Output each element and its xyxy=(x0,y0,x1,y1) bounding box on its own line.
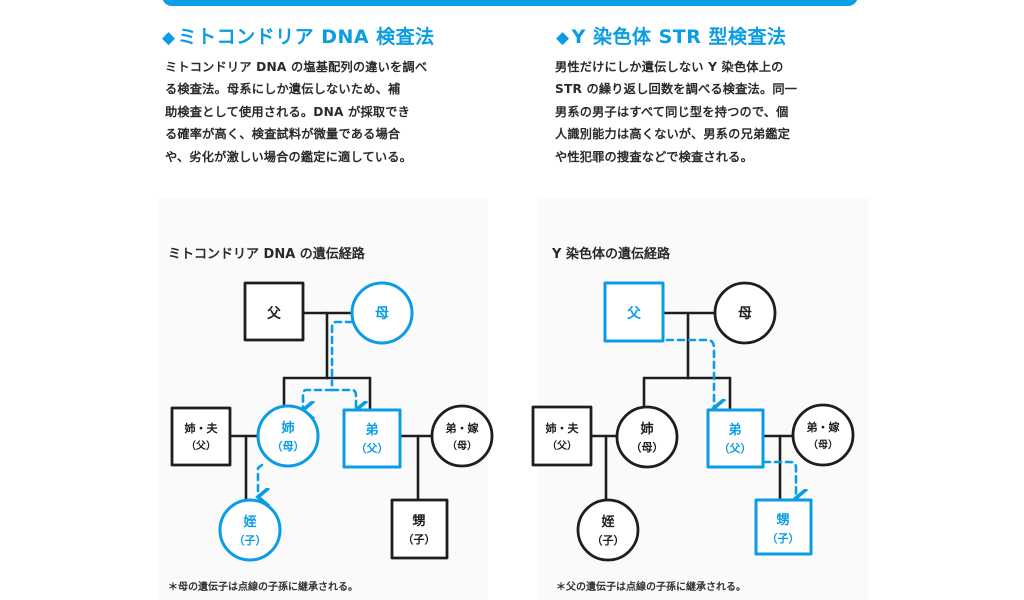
niece-circle xyxy=(576,498,640,562)
mother-circle xyxy=(713,281,777,345)
ystr-labels: 父 母 姉・夫 （父） 姉 （母） 弟 （父） 弟・嫁 （母） 姪 （子） 甥 … xyxy=(546,306,840,547)
sister-husband-role: （父） xyxy=(186,439,216,452)
niece-circle xyxy=(218,498,282,562)
mtdna-section-title: ◆ミトコンドリア DNA 検査法 xyxy=(162,22,435,49)
niece-label: 姪 xyxy=(242,514,256,530)
inheritance-path-to-brother xyxy=(665,338,714,408)
sister-husband-square xyxy=(531,405,593,467)
mother-circle xyxy=(350,281,414,345)
niece-label: 姪 xyxy=(600,514,614,530)
paragraph-line: STR の繰り返し回数を調べる検査法。同一 xyxy=(555,82,798,97)
ystr-pedigree xyxy=(531,281,855,562)
inheritance-path-to-brother xyxy=(330,388,356,410)
sister-husband-square xyxy=(170,406,232,467)
diamond-icon: ◆ xyxy=(162,28,176,48)
nephew-square xyxy=(390,498,449,560)
sister-husband-label: 姉・夫 xyxy=(185,421,219,435)
brother-wife-role: （母） xyxy=(447,439,477,452)
mother-label: 母 xyxy=(375,306,389,322)
ystr-note: ＊父の遺伝子は点線の子孫に継承される。 xyxy=(556,582,746,593)
brother-label: 弟 xyxy=(365,422,378,438)
mtdna-description: ミトコンドリア DNA の塩基配列の違いを調べ る検査法。母系にしか遺伝しないた… xyxy=(165,56,475,168)
paragraph-line: る検査法。母系にしか遺伝しないため、補 xyxy=(165,82,401,97)
sister-role: （母） xyxy=(631,441,664,454)
ystr-section-title: ◆Y 染色体 STR 型検査法 xyxy=(556,22,786,49)
paragraph-line: 男系の男子はすべて同じ型を持つので、個 xyxy=(555,104,789,119)
nephew-role: （子） xyxy=(403,533,436,546)
nephew-square xyxy=(754,498,813,556)
brother-wife-circle xyxy=(430,404,494,468)
niece-role: （子） xyxy=(592,534,625,547)
mtdna-pedigree xyxy=(170,281,494,562)
mtdna-title-text: ミトコンドリア DNA 検査法 xyxy=(177,26,435,48)
inheritance-path-to-nephew xyxy=(762,460,796,498)
sister-circle xyxy=(615,405,679,469)
ystr-diagram-title: Y 染色体の遺伝経路 xyxy=(552,247,670,262)
mtdna-note: ＊母の遺伝子は点線の子孫に継承される。 xyxy=(168,582,358,593)
nephew-label: 甥 xyxy=(776,513,789,528)
paragraph-line: や性犯罪の捜査などで検査される。 xyxy=(555,149,753,164)
father-label: 父 xyxy=(626,306,642,322)
sister-label: 姉 xyxy=(281,420,294,436)
paragraph-line: や、劣化が激しい場合の鑑定に適している。 xyxy=(165,149,413,164)
father-square xyxy=(243,281,305,342)
brother-square xyxy=(706,408,765,469)
paragraph-line: ミトコンドリア DNA の塩基配列の違いを調べ xyxy=(165,60,428,74)
sister-label: 姉 xyxy=(640,421,653,437)
brother-role: （父） xyxy=(356,442,389,455)
brother-wife-circle xyxy=(791,403,855,467)
inheritance-path-to-sister xyxy=(303,388,334,410)
paragraph-line: 男性だけにしか遺伝しない Y 染色体上の xyxy=(555,60,784,74)
father-label: 父 xyxy=(266,306,282,322)
brother-wife-role: （母） xyxy=(808,438,838,451)
father-square xyxy=(603,281,665,343)
brother-label: 弟 xyxy=(728,422,741,438)
paragraph-line: 人識別能力は高くないが、男系の兄弟鑑定 xyxy=(555,127,791,142)
inheritance-path-mother xyxy=(330,320,354,387)
sister-husband-label: 姉・夫 xyxy=(546,421,580,435)
ystr-title-text: Y 染色体 STR 型検査法 xyxy=(571,26,787,48)
brother-wife-label: 弟・嫁 xyxy=(807,420,840,434)
niece-role: （子） xyxy=(234,534,267,547)
sister-circle xyxy=(256,404,320,468)
brother-wife-label: 弟・嫁 xyxy=(446,421,479,435)
brother-square xyxy=(342,408,402,469)
sister-husband-role: （父） xyxy=(547,439,577,452)
ystr-description: 男性だけにしか遺伝しない Y 染色体上の STR の繰り返し回数を調べる検査法。… xyxy=(555,56,865,168)
paragraph-line: 助検査として使用される。DNA が採取でき xyxy=(165,104,411,119)
inheritance-path-to-niece xyxy=(258,463,262,497)
sister-role: （母） xyxy=(272,440,305,453)
diamond-icon: ◆ xyxy=(556,28,570,48)
nephew-label: 甥 xyxy=(412,514,425,529)
mtdna-labels: 父 母 姉・夫 （父） 姉 （母） 弟 （父） 弟・嫁 （母） 姪 （子） 甥 … xyxy=(185,306,479,547)
mother-label: 母 xyxy=(738,306,752,322)
nephew-role: （子） xyxy=(767,532,800,545)
header-banner xyxy=(162,0,858,6)
mtdna-diagram-title: ミトコンドリア DNA の遺伝経路 xyxy=(168,247,365,262)
brother-role: （父） xyxy=(719,442,752,455)
paragraph-line: る確率が高く、検査試料が微量である場合 xyxy=(165,127,401,142)
